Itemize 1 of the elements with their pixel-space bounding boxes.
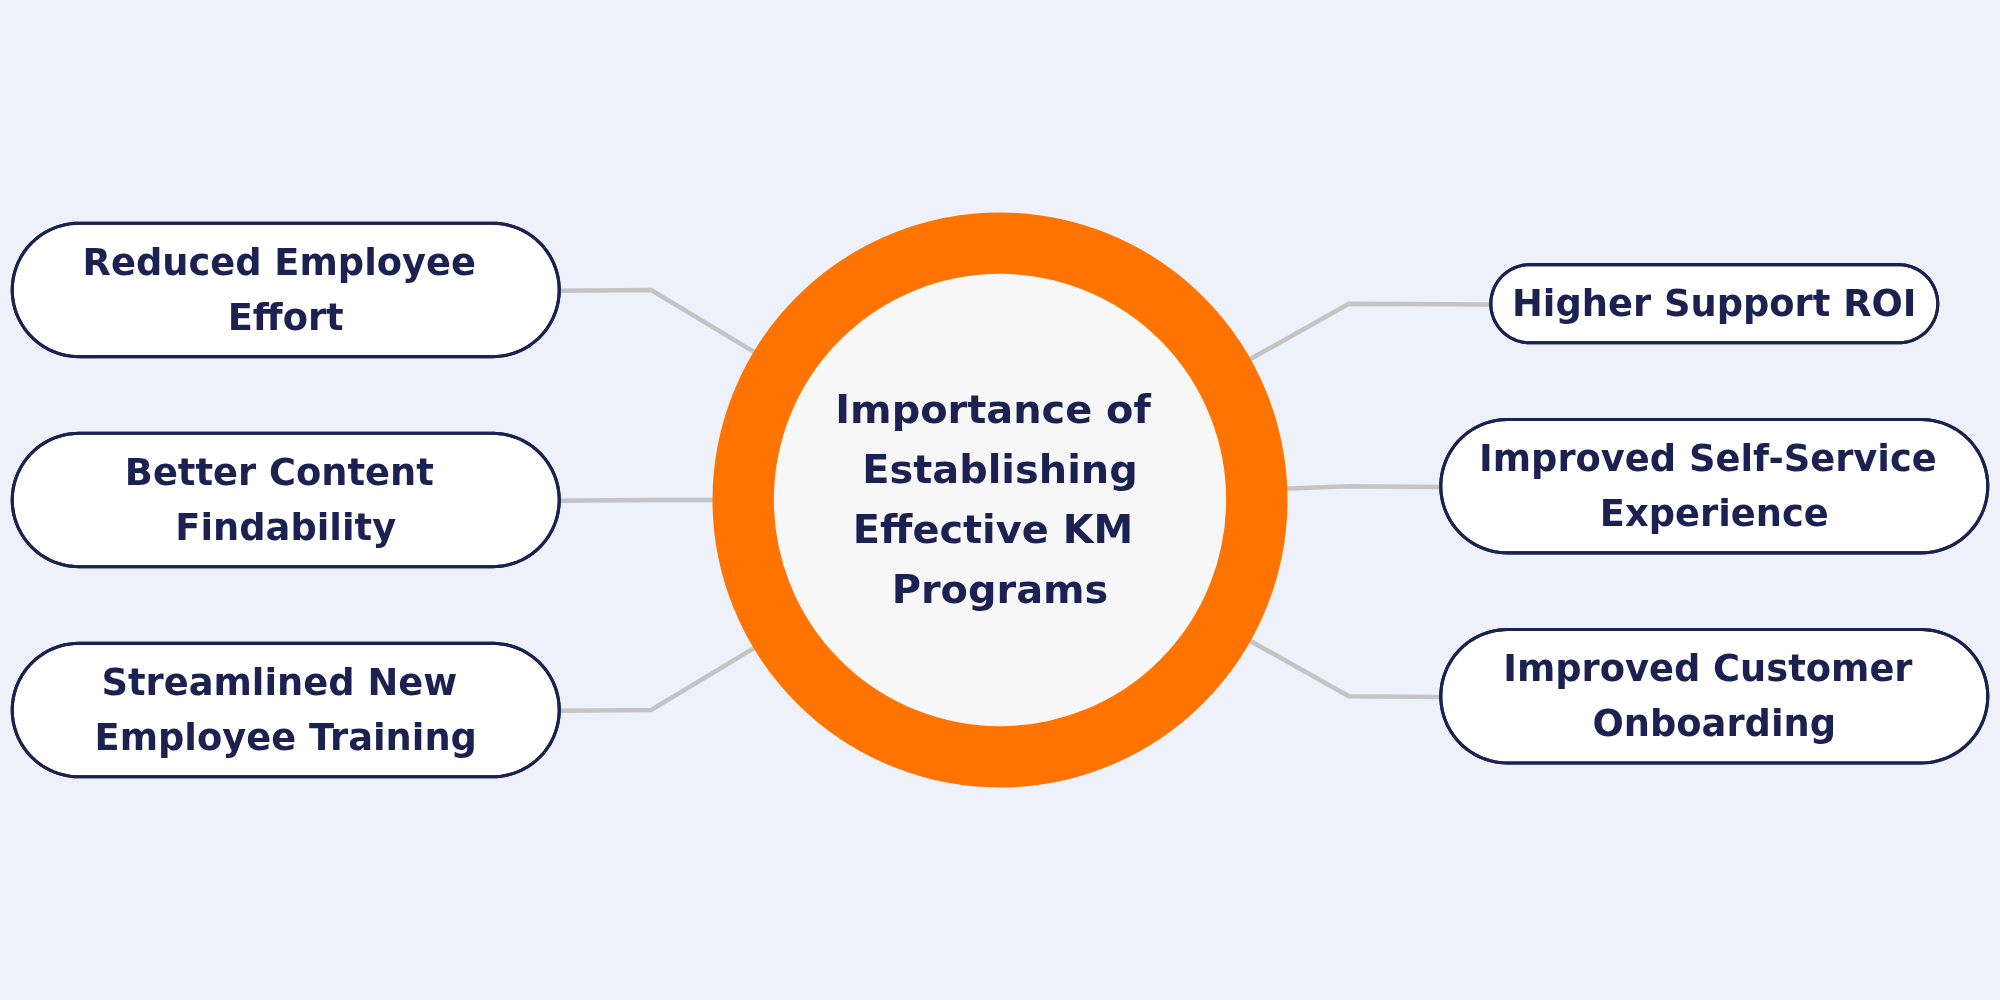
node-circle: Importance of Establishing Effective KM Programs [712,212,1288,788]
